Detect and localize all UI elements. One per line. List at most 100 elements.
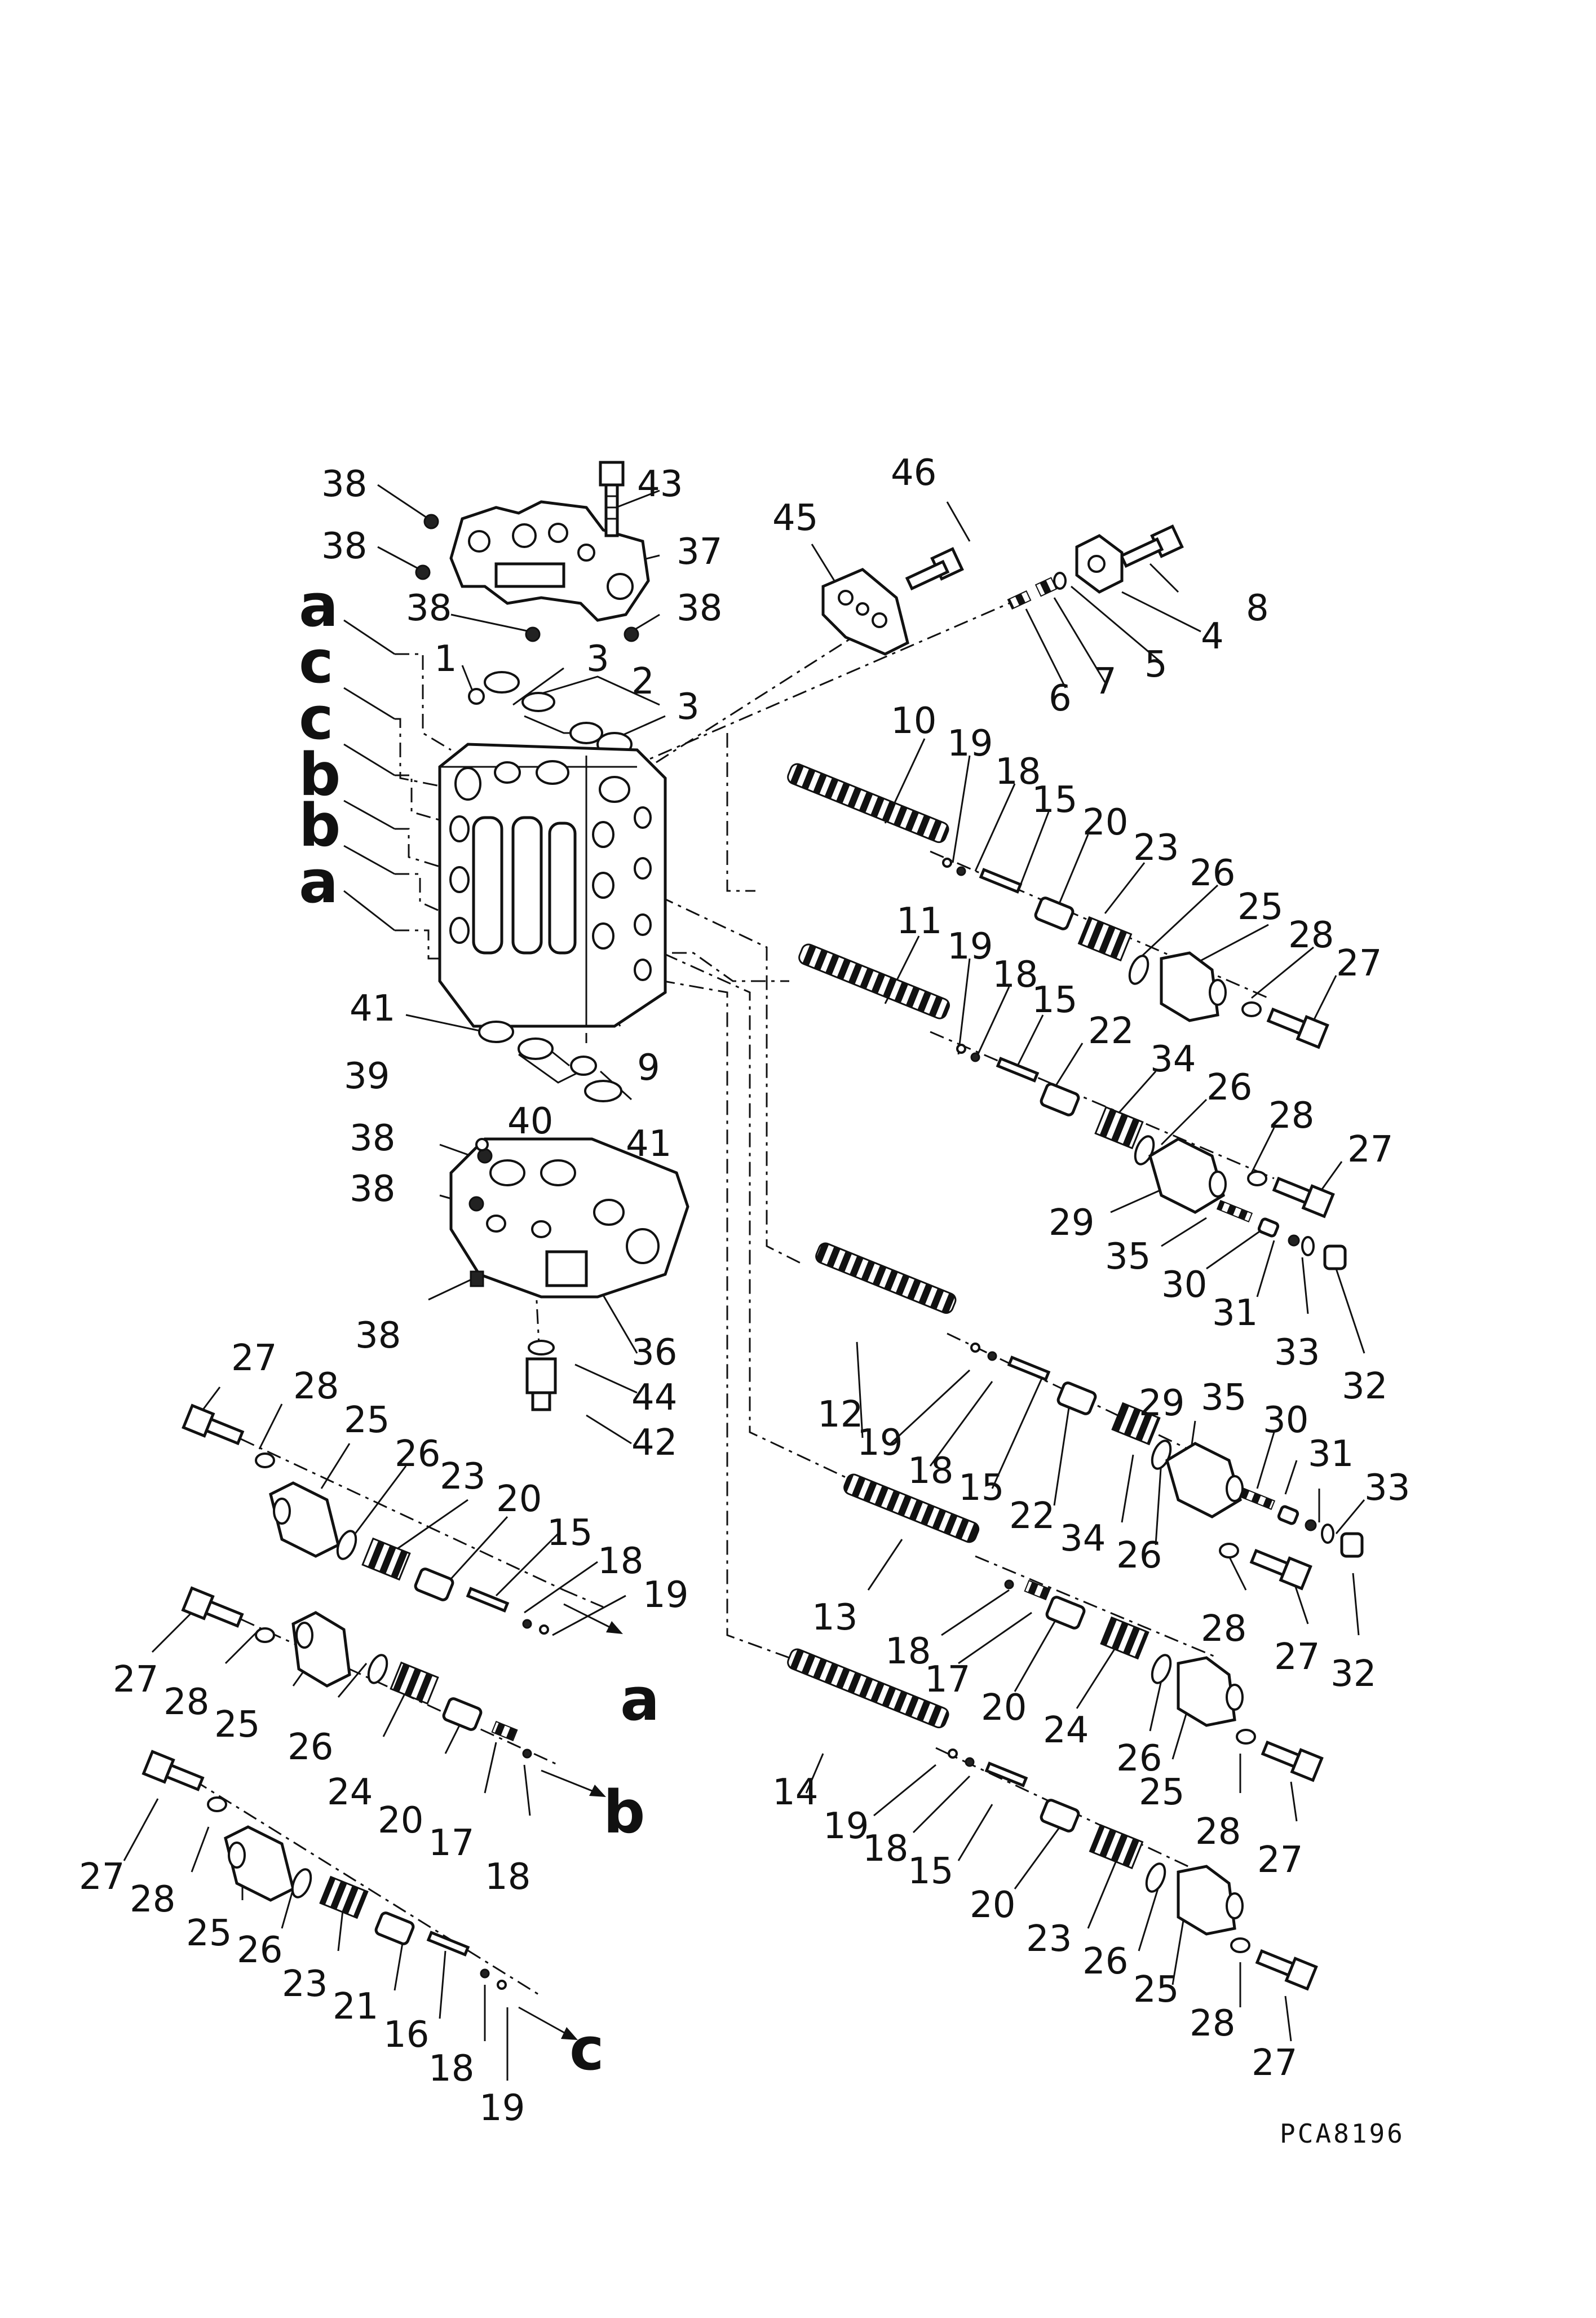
callout-27: 27 [1252,2042,1297,2084]
callout-25: 25 [214,1704,260,1746]
callout-15: 15 [1032,779,1077,821]
bolt-part-27 [1266,1007,1329,1049]
cap-part-25 [1177,1656,1244,1727]
callout-23: 23 [440,1456,485,1498]
callout-33: 33 [1364,1467,1410,1509]
callout-3: 3 [677,686,700,728]
callout-6: 6 [1049,678,1072,719]
callout-2: 2 [631,661,655,703]
plug-part-38 [525,626,541,642]
spring-part-24 [1100,1616,1150,1660]
callout-35: 35 [1105,1236,1151,1278]
ring-part-18 [1004,1579,1014,1590]
cap-part-25 [224,1825,295,1902]
plug-part-32 [1340,1532,1364,1558]
spool-part-10 [787,763,949,844]
callout-4: 4 [1201,616,1224,657]
callout-24: 24 [1043,1710,1089,1751]
callout-26: 26 [288,1727,333,1768]
bolt-part-27 [1249,1548,1312,1591]
flange-part-45 [821,568,909,656]
valve-body [438,743,667,1028]
callout-20: 20 [970,1884,1015,1926]
retainer-part-22 [1056,1381,1097,1415]
callout-22: 22 [1009,1495,1055,1537]
ring-part-18 [480,1968,490,1979]
callout-1: 1 [434,638,457,680]
port-letter-a: a [299,571,338,640]
spring-part-34 [1111,1402,1161,1446]
port-letter-b: b [299,791,341,860]
o-ring-part-26 [1128,955,1150,985]
plug-part-38 [624,626,639,642]
callout-42: 42 [631,1422,677,1464]
o-ring-part-26 [291,1868,312,1898]
callout-18: 18 [485,1856,530,1898]
callout-30: 30 [1161,1264,1207,1306]
poppet-part-30 [1257,1217,1280,1238]
o-ring-part-26 [1151,1654,1172,1684]
ring-part-19 [497,1980,507,1990]
bolt-part-8 [1119,524,1184,568]
callout-44: 44 [631,1377,677,1419]
bolt-part-27 [1272,1176,1335,1218]
washer-part-28 [1219,1543,1239,1558]
bolt-part-27 [182,1403,245,1446]
callout-13: 13 [812,1597,857,1639]
callout-18: 18 [428,2048,474,2090]
callout-19: 19 [479,2087,525,2129]
plug-part-38 [468,1196,484,1212]
pin-part-15 [979,868,1023,894]
port-letter-b: b [299,740,341,809]
spool-part-14 [787,1648,949,1729]
pin-part-16 [426,1931,470,1957]
callout-34: 34 [1150,1039,1196,1080]
callout-9: 9 [637,1047,660,1089]
callout-15: 15 [958,1467,1004,1509]
callout-26: 26 [395,1433,440,1475]
ring-part-18 [522,1749,532,1759]
callout-28: 28 [1195,1811,1241,1853]
callout-17: 17 [925,1659,970,1701]
lower-block-part-36 [449,1137,689,1299]
callout-20: 20 [496,1478,542,1520]
spring-part-7 [1034,577,1057,597]
bolt-part-27 [142,1750,205,1791]
o-ring-part-33 [1301,1236,1315,1256]
retainer-part-20 [1034,897,1075,930]
bolt-part-42 [525,1357,557,1411]
plug-part-38 [415,564,431,580]
callout-35: 35 [1201,1377,1246,1419]
ring-part-31 [1288,1234,1300,1247]
callout-18: 18 [995,751,1041,793]
callout-27: 27 [1336,943,1382,984]
retainer-part-20 [1045,1596,1086,1630]
callout-20: 20 [378,1800,423,1842]
callout-41: 41 [350,988,395,1030]
callout-31: 31 [1212,1292,1258,1334]
o-ring-part-41 [584,1080,622,1102]
callout-26: 26 [1082,1941,1128,1983]
spool-part-12 [815,1242,957,1314]
o-ring-part-26 [336,1530,357,1560]
callout-38: 38 [350,1118,395,1159]
ring-part-18 [970,1052,980,1062]
callout-24: 24 [327,1772,373,1813]
o-ring-part-1 [468,688,485,705]
callout-36: 36 [631,1332,677,1374]
o-ring-part-5 [1053,572,1067,590]
callout-12: 12 [817,1394,863,1436]
callout-15: 15 [547,1512,593,1554]
callout-38: 38 [350,1168,395,1210]
callout-10: 10 [891,700,936,742]
o-ring-part-33 [1321,1524,1334,1544]
spring-part-24 [390,1661,439,1705]
plug-part-38 [477,1148,493,1164]
poppet-part-17 [1024,1579,1051,1601]
callout-31: 31 [1308,1433,1354,1475]
o-ring-part-3 [569,722,603,744]
ring-part-19 [942,858,952,868]
top-cover-part-37 [449,500,650,622]
